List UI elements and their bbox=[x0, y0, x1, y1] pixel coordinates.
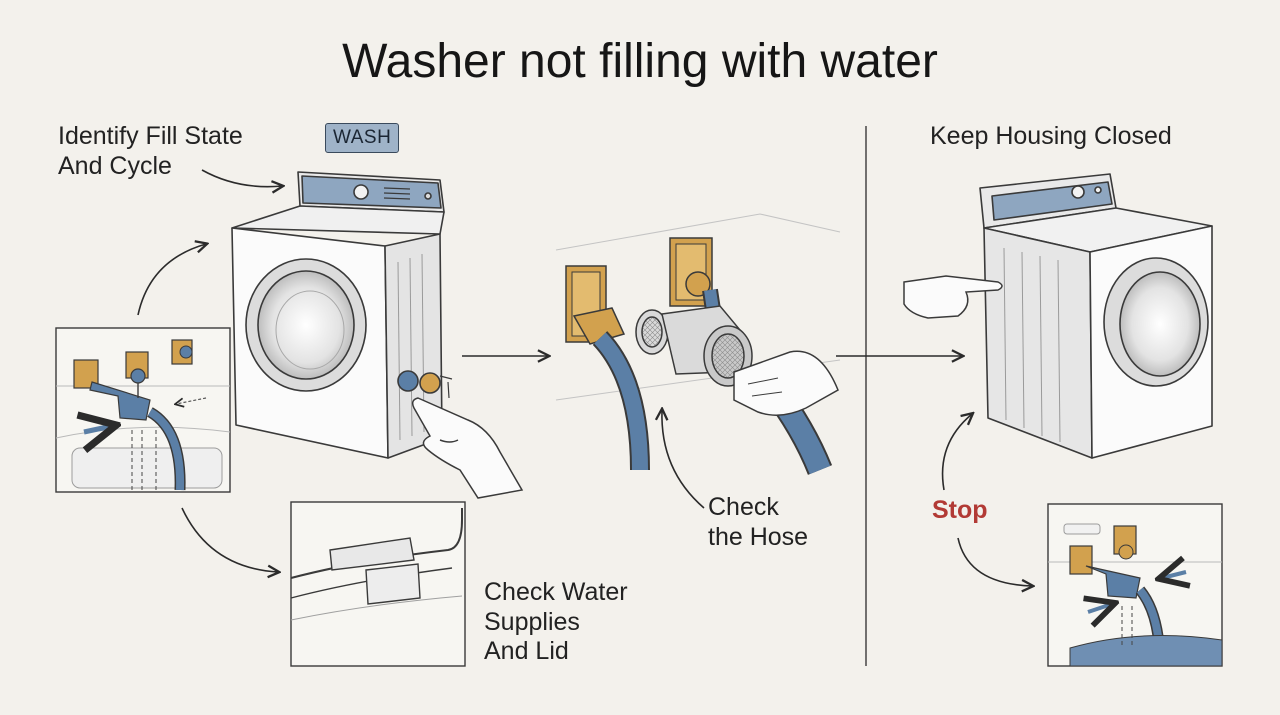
hose-connection-illustration bbox=[555, 213, 841, 475]
supply-valve-inset bbox=[55, 327, 231, 493]
pointing-hand-right bbox=[903, 275, 1003, 319]
arrow-to-panel bbox=[201, 169, 282, 187]
pointing-hand-left bbox=[411, 397, 524, 499]
step-check-hose-label: Check the Hose bbox=[708, 493, 809, 551]
step-identify-label: Identify Fill State And Cycle bbox=[58, 122, 243, 180]
arrow-stop-to-valve bbox=[957, 537, 1032, 586]
washer-closed-illustration bbox=[979, 173, 1213, 459]
step-keep-closed-label: Keep Housing Closed bbox=[930, 122, 1172, 150]
wash-panel-badge: WASH bbox=[325, 123, 400, 154]
shutoff-valve-inset bbox=[1047, 503, 1223, 667]
lid-latch-inset bbox=[290, 501, 466, 667]
stop-label: Stop bbox=[932, 496, 988, 524]
arrow-to-hose bbox=[662, 410, 705, 509]
arrow-inset-to-washer bbox=[137, 244, 206, 316]
arrow-inset-to-lid bbox=[181, 507, 278, 572]
step-check-supplies-label: Check Water Supplies And Lid bbox=[484, 578, 628, 665]
arrow-stop-to-washer bbox=[941, 414, 972, 491]
page-title: Washer not filling with water bbox=[342, 35, 938, 88]
